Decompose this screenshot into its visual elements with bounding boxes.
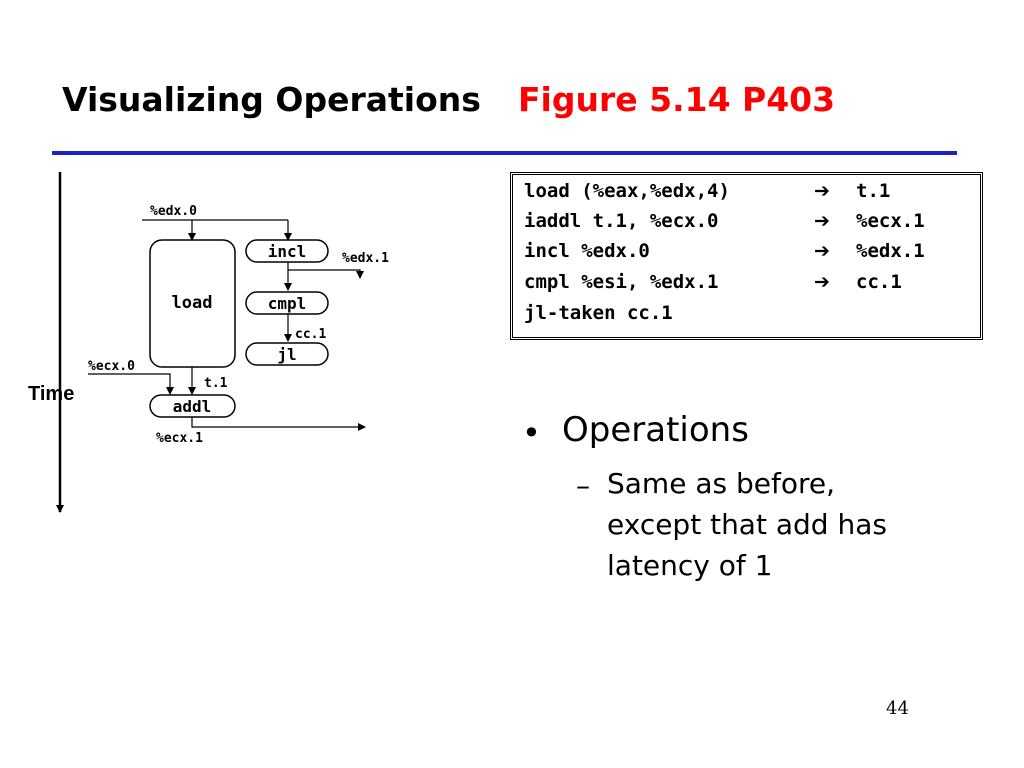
ecx1-output-arrow (191, 417, 366, 431)
op-incl-label: incl (268, 242, 307, 261)
sub-bullet-line-1: Same as before, (607, 467, 835, 500)
edx1-out-line (288, 269, 364, 279)
op-cmpl (245, 291, 329, 315)
op-incl (245, 239, 329, 263)
dataflow-diagram: Time %edx.0 load incl %edx.1 cmpl cc.1 j… (28, 172, 389, 513)
code-line-1: load (%eax,%edx,4) (524, 180, 730, 202)
op-addl-label: addl (173, 397, 212, 416)
op-jl (245, 342, 329, 366)
value-ecx0: %ecx.0 (88, 359, 135, 374)
slide-title: Visualizing Operations (62, 80, 481, 119)
value-edx1: %edx.1 (342, 251, 389, 266)
code-box (510, 172, 983, 340)
code-line-2: iaddl t.1, %ecx.0 (524, 210, 719, 232)
code-dest-1: t.1 (856, 180, 891, 202)
arrow-icon: ➔ (814, 240, 830, 262)
code-line-5: jl-taken cc.1 (524, 302, 673, 324)
ecx0-input-arrow (88, 373, 174, 395)
op-load-label: load (172, 293, 213, 313)
sub-bullet-line-3: latency of 1 (607, 549, 773, 582)
op-jl-label: jl (277, 345, 296, 364)
arrow-icon: ➔ (814, 180, 830, 202)
code-dest-3: %edx.1 (856, 240, 925, 262)
code-dest-4: cc.1 (856, 271, 902, 293)
op-cmpl-label: cmpl (268, 294, 307, 313)
time-label: Time (28, 383, 74, 405)
sub-bullet-line-2: except that add has (607, 508, 887, 541)
value-edx0: %edx.0 (150, 204, 197, 219)
arrow-icon: ➔ (814, 210, 830, 232)
code-line-3: incl %edx.0 (524, 240, 650, 262)
code-line-4: cmpl %esi, %edx.1 (524, 271, 719, 293)
dash-icon: – (576, 469, 590, 502)
value-cc1: cc.1 (295, 327, 326, 342)
page-number: 44 (886, 698, 909, 719)
figure-reference: Figure 5.14 P403 (518, 80, 836, 119)
value-t1: t.1 (204, 376, 228, 391)
bullet-icon: • (522, 414, 541, 452)
code-dest-2: %ecx.1 (856, 210, 925, 232)
bullet-operations: Operations (562, 410, 749, 450)
value-ecx1: %ecx.1 (156, 431, 203, 446)
arrow-icon: ➔ (814, 271, 830, 293)
title-divider (52, 151, 957, 155)
